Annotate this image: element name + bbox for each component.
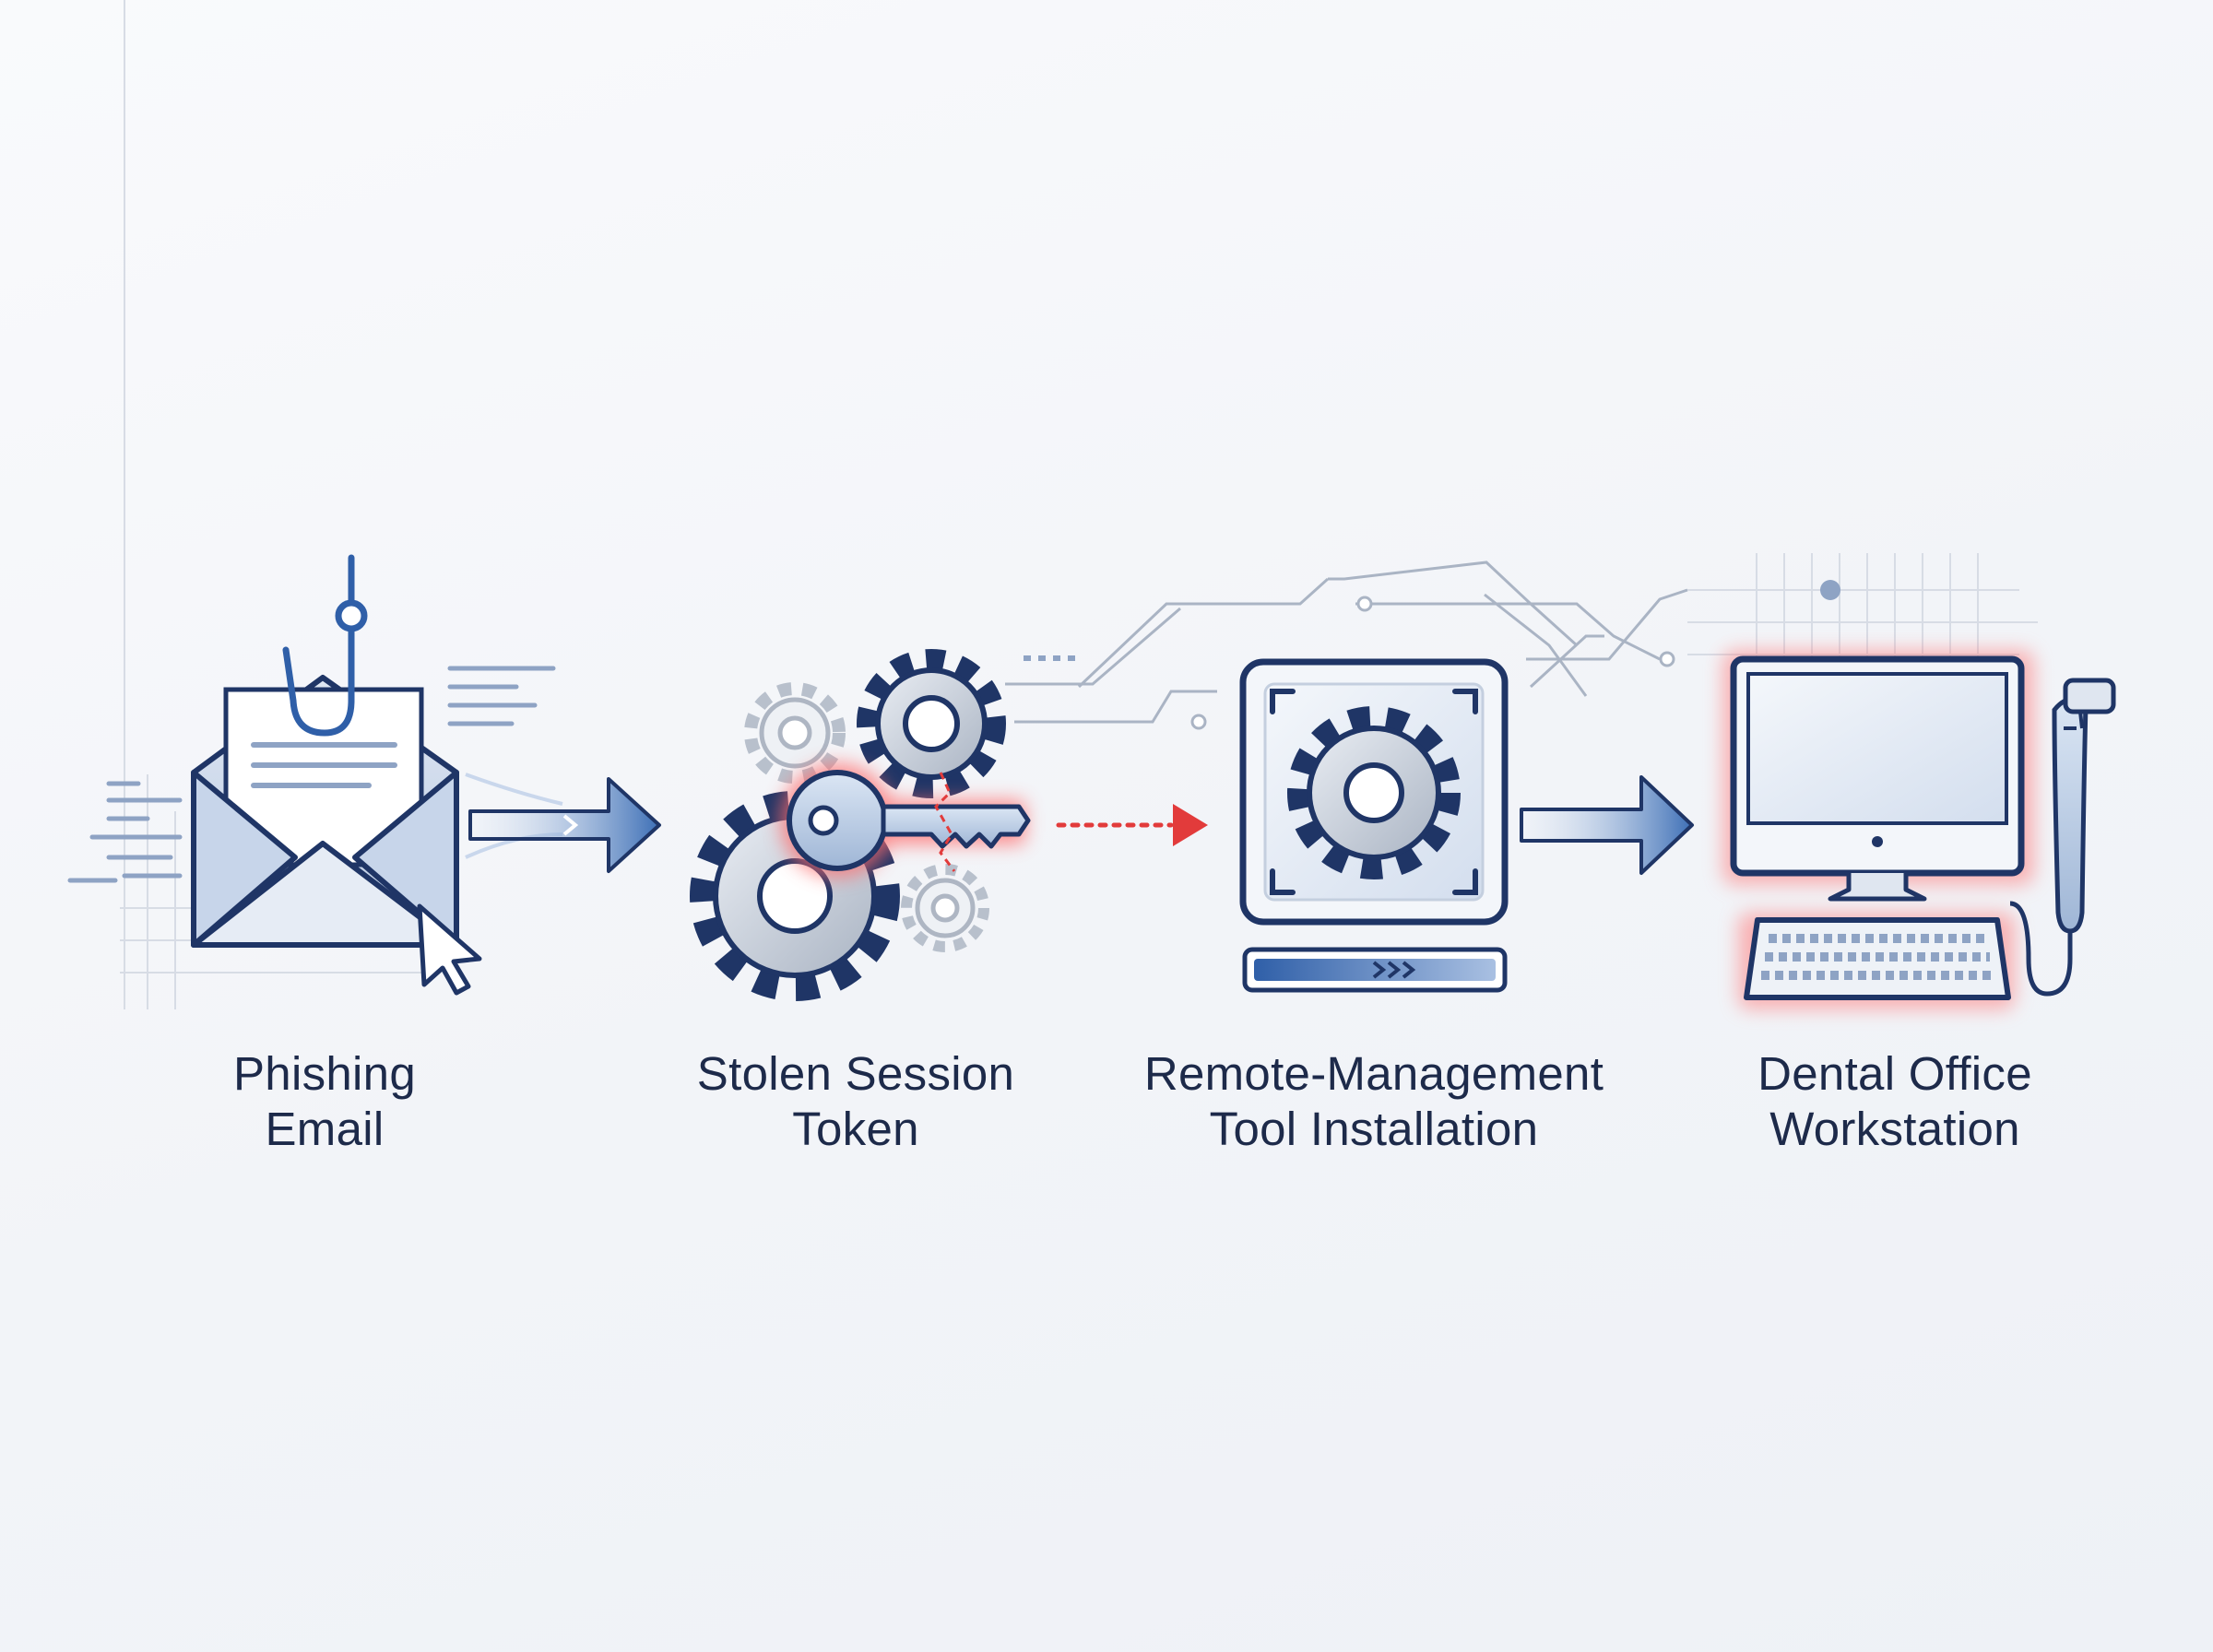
gear-icon [857, 649, 1006, 798]
gear-icon [1287, 706, 1461, 879]
gear-icon [744, 682, 846, 784]
dental-workstation-icon [1687, 553, 2116, 1009]
gear-icon [901, 864, 989, 952]
step-2-label-line2: Token [792, 1103, 919, 1155]
key-icon [787, 770, 1031, 872]
step-2-label: Stolen Session Token [579, 1046, 1132, 1157]
fishing-hook-icon [282, 554, 368, 737]
step-3-label: Remote-Management Tool Installation [1097, 1046, 1651, 1157]
step-1-label-line2: Email [265, 1103, 385, 1155]
step-1-label: Phishing Email [48, 1046, 601, 1157]
phishing-email-icon [67, 0, 556, 1009]
step-4-label-line2: Workstation [1769, 1103, 2020, 1155]
remote-management-install-icon [1239, 658, 1509, 993]
install-progress-bar [1242, 947, 1508, 993]
step-3-label-line2: Tool Installation [1209, 1103, 1539, 1155]
step-3-label-line1: Remote-Management [1143, 1047, 1604, 1100]
step-2-label-line1: Stolen Session [696, 1047, 1015, 1100]
flow-arrow-2 [1056, 804, 1208, 846]
stolen-key-gears-icon [690, 649, 1031, 1001]
flow-arrow-1 [465, 773, 661, 873]
dental-handpiece-icon [2052, 678, 2116, 934]
mouse-cursor-icon [417, 903, 482, 996]
flow-arrow-3 [1520, 775, 1694, 875]
circuit-lines [1005, 560, 1688, 730]
step-1-label-line1: Phishing [232, 1047, 417, 1100]
step-4-label-line1: Dental Office [1757, 1047, 2032, 1100]
keyboard-icon [1744, 917, 2011, 1000]
speed-lines [67, 666, 556, 883]
step-4-label: Dental Office Workstation [1618, 1046, 2172, 1157]
